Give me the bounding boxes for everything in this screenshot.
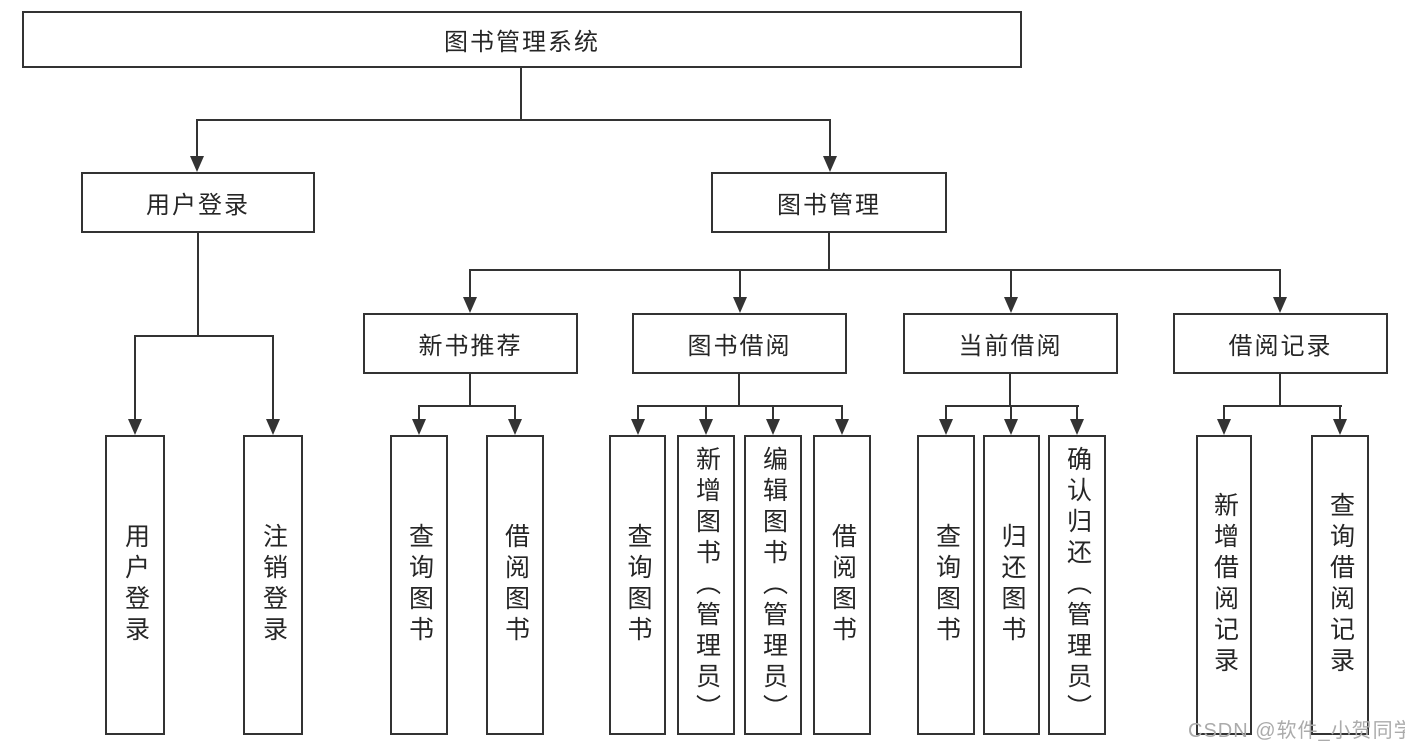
arrowhead-down — [1004, 297, 1018, 313]
arrowhead-down — [463, 297, 477, 313]
node-user-login: 用户登录 — [81, 172, 315, 233]
node-library-management-system: 图书管理系统 — [22, 11, 1022, 68]
connector-line — [1279, 374, 1281, 407]
leaf-logout: 注销登录 — [243, 435, 303, 735]
node-label: 新增图书（管理员） — [692, 445, 721, 725]
arrowhead-down — [1333, 419, 1347, 435]
leaf-confirm-return-admin: 确认归还（管理员） — [1048, 435, 1106, 735]
connector-line — [1010, 269, 1012, 299]
arrowhead-down — [190, 156, 204, 172]
arrowhead-down — [508, 419, 522, 435]
leaf-user-login: 用户登录 — [105, 435, 165, 735]
arrowhead-down — [1273, 297, 1287, 313]
arrowhead-down — [733, 297, 747, 313]
connector-line — [705, 405, 707, 421]
node-label: 借阅记录 — [1228, 333, 1333, 360]
node-label: 图书管理系统 — [444, 29, 600, 56]
leaf-edit-books-admin: 编辑图书（管理员） — [744, 435, 802, 735]
arrowhead-down — [766, 419, 780, 435]
connector-line — [1223, 405, 1225, 421]
node-book-borrowing: 图书借阅 — [632, 313, 847, 374]
node-label: 查询图书 — [405, 523, 434, 647]
node-label: 归还图书 — [998, 523, 1026, 647]
node-label: 查询借阅记录 — [1326, 492, 1355, 678]
leaf-borrow-books: 借阅图书 — [813, 435, 871, 735]
arrowhead-down — [699, 419, 713, 435]
connector-line — [514, 405, 516, 421]
connector-line — [739, 269, 741, 299]
arrowhead-down — [835, 419, 849, 435]
arrowhead-down — [1004, 419, 1018, 435]
leaf-return-books: 归还图书 — [983, 435, 1040, 735]
arrowhead-down — [1070, 419, 1084, 435]
node-label: 图书借阅 — [687, 333, 792, 360]
node-label: 新书推荐 — [418, 333, 523, 360]
connector-line — [469, 374, 471, 407]
arrowhead-down — [631, 419, 645, 435]
node-new-book-recommendation: 新书推荐 — [363, 313, 578, 374]
connector-line — [272, 335, 274, 419]
arrowhead-down — [412, 419, 426, 435]
leaf-query-borrow-record: 查询借阅记录 — [1311, 435, 1369, 735]
node-label: 图书管理 — [777, 192, 881, 219]
connector-line — [738, 374, 740, 407]
connector-line — [196, 119, 831, 121]
connector-line — [637, 405, 639, 421]
node-label: 当前借阅 — [958, 333, 1063, 360]
arrowhead-down — [823, 156, 837, 172]
connector-line — [1339, 405, 1341, 421]
connector-line — [1009, 374, 1011, 407]
connector-line — [1223, 405, 1342, 407]
connector-line — [469, 269, 471, 299]
leaf-query-books-recommend: 查询图书 — [390, 435, 448, 735]
connector-line — [418, 405, 420, 421]
leaf-add-borrow-record: 新增借阅记录 — [1196, 435, 1252, 735]
leaf-borrow-books-recommend: 借阅图书 — [486, 435, 544, 735]
node-label: 注销登录 — [259, 523, 288, 647]
leaf-query-books-borrow: 查询图书 — [609, 435, 666, 735]
connector-line — [1076, 405, 1078, 421]
connector-line — [520, 68, 522, 120]
node-label: 查询图书 — [932, 523, 961, 647]
connector-line — [1010, 405, 1012, 421]
connector-line — [945, 405, 947, 421]
leaf-query-books-current: 查询图书 — [917, 435, 975, 735]
node-label: 用户登录 — [146, 192, 250, 219]
node-label: 查询图书 — [624, 523, 652, 647]
connector-line — [637, 405, 843, 407]
node-book-management: 图书管理 — [711, 172, 947, 233]
csdn-watermark: CSDN @软件_小贺同学 — [1188, 720, 1405, 742]
connector-line — [197, 233, 199, 337]
node-label: 借阅图书 — [828, 523, 857, 647]
node-label: 编辑图书（管理员） — [759, 445, 788, 725]
node-current-borrowing: 当前借阅 — [903, 313, 1118, 374]
connector-line — [134, 335, 274, 337]
arrowhead-down — [1217, 419, 1231, 435]
connector-line — [829, 119, 831, 158]
connector-line — [418, 405, 516, 407]
leaf-add-books-admin: 新增图书（管理员） — [677, 435, 735, 735]
node-label: 用户登录 — [121, 523, 150, 647]
node-borrowing-records: 借阅记录 — [1173, 313, 1388, 374]
node-label: 新增借阅记录 — [1210, 492, 1239, 678]
arrowhead-down — [939, 419, 953, 435]
connector-line — [1279, 269, 1281, 299]
arrowhead-down — [266, 419, 280, 435]
connector-line — [828, 233, 830, 271]
connector-line — [134, 335, 136, 419]
arrowhead-down — [128, 419, 142, 435]
node-label: 确认归还（管理员） — [1063, 445, 1092, 725]
connector-line — [469, 269, 1281, 271]
connector-line — [841, 405, 843, 421]
connector-line — [772, 405, 774, 421]
connector-line — [196, 119, 198, 158]
node-label: 借阅图书 — [501, 523, 530, 647]
connector-line — [945, 405, 1079, 407]
